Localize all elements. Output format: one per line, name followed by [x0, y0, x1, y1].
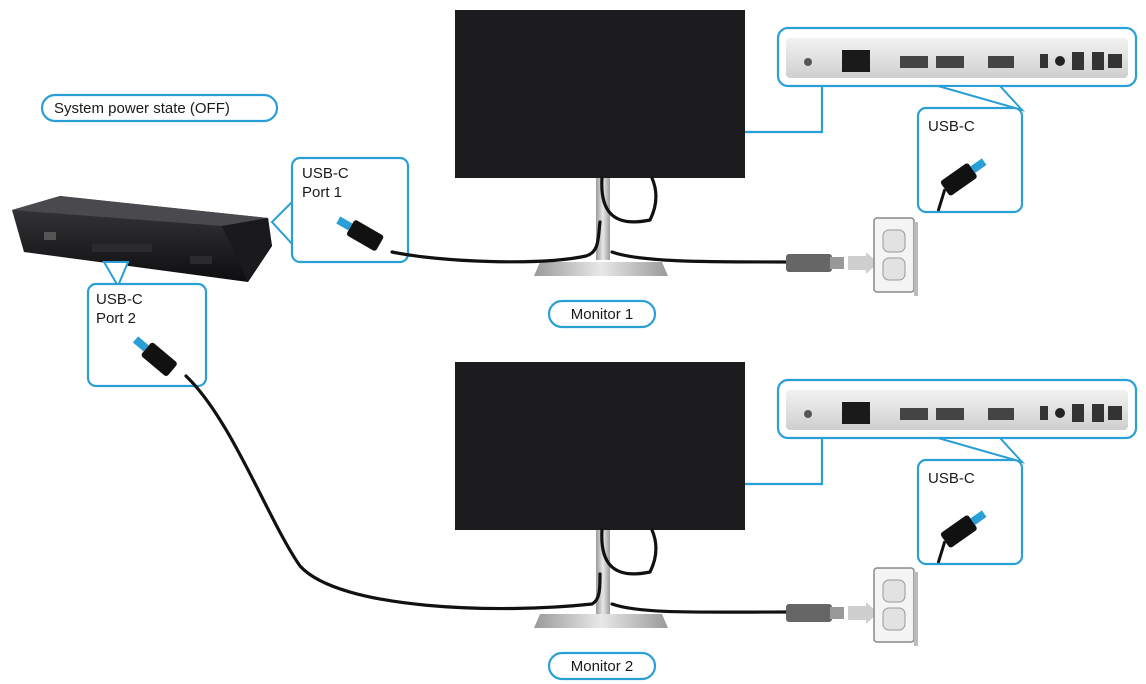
monitor-1-power-plug: [786, 252, 878, 274]
port-2-text-line1: USB-C: [96, 291, 143, 308]
port-1-text-line2: Port 1: [302, 184, 342, 201]
monitor-2-text: Monitor 2: [571, 658, 634, 675]
monitor-1: [455, 10, 745, 276]
port-1-text-line1: USB-C: [302, 165, 349, 182]
monitor-2-label: Monitor 2: [547, 651, 657, 681]
usbc-port-2-callout: USB-C Port 2: [86, 261, 208, 388]
monitor-2-power-plug: [786, 602, 878, 624]
monitor-1-usbc-callout: USB-C: [916, 85, 1026, 214]
wall-outlet-1: [873, 217, 918, 296]
monitor-1-rear-panel: [776, 26, 1138, 88]
monitor-1-text: Monitor 1: [571, 306, 634, 323]
docking-station: [12, 196, 272, 282]
monitor-2-rear-panel: [776, 378, 1138, 440]
wall-outlet-2: [873, 567, 918, 646]
power-state-text: System power state (OFF): [54, 100, 230, 117]
monitor-1-usbc-text: USB-C: [928, 118, 975, 135]
usbc-port-1-callout: USB-C Port 1: [270, 156, 410, 264]
monitor-1-screen: [455, 10, 745, 178]
port-2-text-line2: Port 2: [96, 310, 136, 327]
power-state-label: System power state (OFF): [40, 93, 279, 123]
monitor-2: [455, 362, 745, 628]
monitor-2-screen: [455, 362, 745, 530]
monitor-1-label: Monitor 1: [547, 299, 657, 329]
monitor-2-usbc-text: USB-C: [928, 470, 975, 487]
monitor-2-usbc-callout: USB-C: [916, 437, 1026, 566]
